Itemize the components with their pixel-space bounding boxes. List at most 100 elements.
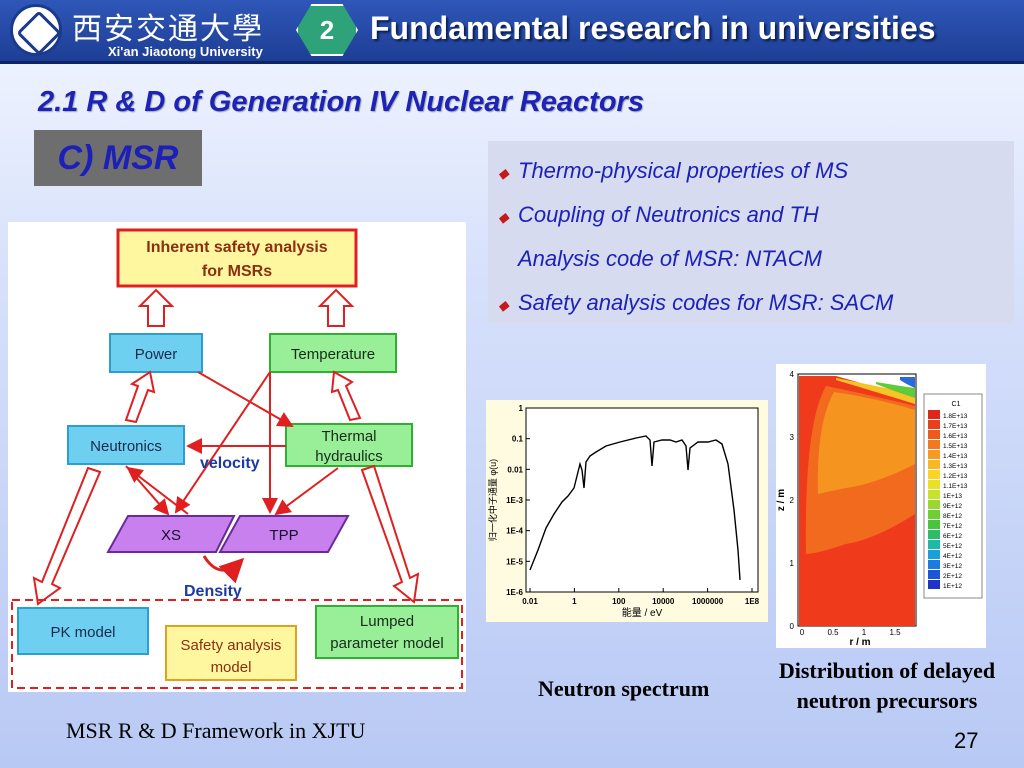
y-tick-label: 1E-3 <box>506 496 523 505</box>
y-tick-label: 1 <box>790 559 795 568</box>
inherent-safety-label: Inherent safety analysis <box>146 239 328 256</box>
legend-label: 1.1E+13 <box>943 483 968 490</box>
connector-arrow <box>197 371 294 427</box>
xs-box <box>106 515 236 553</box>
bullet-text: Analysis code of MSR: NTACM <box>518 246 823 271</box>
legend-label: 1.3E+13 <box>943 463 968 470</box>
x-tick-label: 0 <box>800 628 805 637</box>
university-logo-icon <box>10 4 62 56</box>
legend-swatch <box>928 420 940 429</box>
y-tick-label: 1E-5 <box>506 557 523 566</box>
connector-arrow <box>274 467 339 516</box>
caption-line: Distribution of delayed <box>778 658 996 683</box>
y-tick-label: 0.01 <box>507 465 523 474</box>
legend-swatch <box>928 440 940 449</box>
hollow-up-arrow-icon <box>330 370 362 422</box>
density-cycle-arrow-icon <box>202 555 245 584</box>
contour-region-inner <box>817 392 915 494</box>
velocity-label: velocity <box>200 455 260 472</box>
legend-label: 4E+12 <box>943 553 962 560</box>
legend-label: 1.4E+13 <box>943 453 968 460</box>
diamond-bullet-icon: ◆ <box>498 209 509 225</box>
contour-region-edge-yellow <box>836 378 915 404</box>
legend-label: 1E+13 <box>943 493 962 500</box>
contour-xlabel: r / m <box>849 637 870 648</box>
x-tick-label: 100 <box>612 597 626 606</box>
page-number: 27 <box>954 728 979 753</box>
tpp-label: TPP <box>269 527 298 544</box>
legend-swatch <box>928 430 940 439</box>
tpp-box <box>218 515 350 553</box>
bullet-text: Coupling of Neutronics and TH <box>518 202 819 227</box>
plot-area <box>525 407 759 593</box>
x-tick-label: 10000 <box>652 597 675 606</box>
thermal-hydraulics-label: Thermal <box>321 428 376 445</box>
legend-swatch <box>928 550 940 559</box>
lumped-parameter-box <box>315 605 459 659</box>
legend-swatch <box>928 510 940 519</box>
x-tick-label: 0.5 <box>827 628 839 637</box>
thermal-hydraulics-label: hydraulics <box>315 448 383 465</box>
legend-label: 1.7E+13 <box>943 423 968 430</box>
power-label: Power <box>135 346 178 363</box>
y-tick-label: 1E-4 <box>506 527 523 536</box>
header-bar: 西安交通大學 Xi'an Jiaotong University 2 Funda… <box>0 0 1024 64</box>
temperature-label: Temperature <box>291 346 375 363</box>
legend-swatch <box>928 410 940 419</box>
legend-label: 1.6E+13 <box>943 433 968 440</box>
legend-swatch <box>928 520 940 529</box>
bullet-item: ◆ Safety analysis codes for MSR: SACM <box>498 281 1004 325</box>
legend-label: 1.8E+13 <box>943 413 968 420</box>
university-name-en: Xi'an Jiaotong University <box>108 44 263 59</box>
lumped-parameter-label: parameter model <box>330 635 443 652</box>
y-tick-label: 1 <box>519 404 524 413</box>
legend-swatch <box>928 570 940 579</box>
legend-label: 1.5E+13 <box>943 443 968 450</box>
legend-swatch <box>928 530 940 539</box>
legend-swatch <box>928 490 940 499</box>
legend-label: 8E+12 <box>943 513 962 520</box>
bullet-item: ◆ Coupling of Neutronics and TH <box>498 193 1004 237</box>
models-dashed-frame <box>11 599 463 689</box>
xs-label: XS <box>161 527 181 544</box>
neutronics-label: Neutronics <box>90 438 162 455</box>
y-tick-label: 2 <box>790 496 795 505</box>
spectrum-xlabel: 能量 / eV <box>622 606 663 619</box>
diamond-bullet-icon: ◆ <box>498 165 509 181</box>
delayed-neutron-caption: Distribution of delayed neutron precurso… <box>756 656 1018 716</box>
legend-label: 2E+12 <box>943 573 962 580</box>
legend-swatch <box>928 450 940 459</box>
inherent-safety-box <box>116 228 358 288</box>
x-tick-label: 1000000 <box>692 597 724 606</box>
x-tick-label: 1 <box>862 628 867 637</box>
section-label: C) MSR <box>34 130 202 186</box>
slide-subtitle: 2.1 R & D of Generation IV Nuclear React… <box>38 86 644 118</box>
legend-label: 3E+12 <box>943 563 962 570</box>
x-tick-label: 1 <box>572 597 577 606</box>
thermal-hydraulics-box <box>285 423 413 467</box>
legend-swatch <box>928 580 940 589</box>
safety-model-label: Safety analysis <box>181 637 282 654</box>
power-box <box>109 333 203 373</box>
legend-swatch <box>928 560 940 569</box>
inherent-safety-label: for MSRs <box>202 263 272 280</box>
bullet-item-continuation: Analysis code of MSR: NTACM <box>498 237 1004 281</box>
diamond-bullet-icon: ◆ <box>498 297 509 313</box>
legend-label: 1.2E+13 <box>943 473 968 480</box>
neutronics-box <box>67 425 185 465</box>
hollow-down-arrow-icon <box>32 466 102 606</box>
slide-header-title: Fundamental research in universities <box>370 10 936 46</box>
bullet-text: Safety analysis codes for MSR: SACM <box>518 290 894 315</box>
lumped-parameter-label: Lumped <box>360 613 414 630</box>
legend-swatch <box>928 500 940 509</box>
y-tick-label: 4 <box>790 370 795 379</box>
caption-line: neutron precursors <box>796 688 978 713</box>
x-tick-label: 1E8 <box>745 597 760 606</box>
legend-swatch <box>928 470 940 479</box>
contour-ylabel: z / m <box>776 489 787 511</box>
section-number-badge: 2 <box>296 4 358 56</box>
hollow-up-arrow-icon <box>317 288 355 327</box>
legend-swatch <box>928 460 940 469</box>
contour-legend-title: C1 <box>952 401 961 408</box>
